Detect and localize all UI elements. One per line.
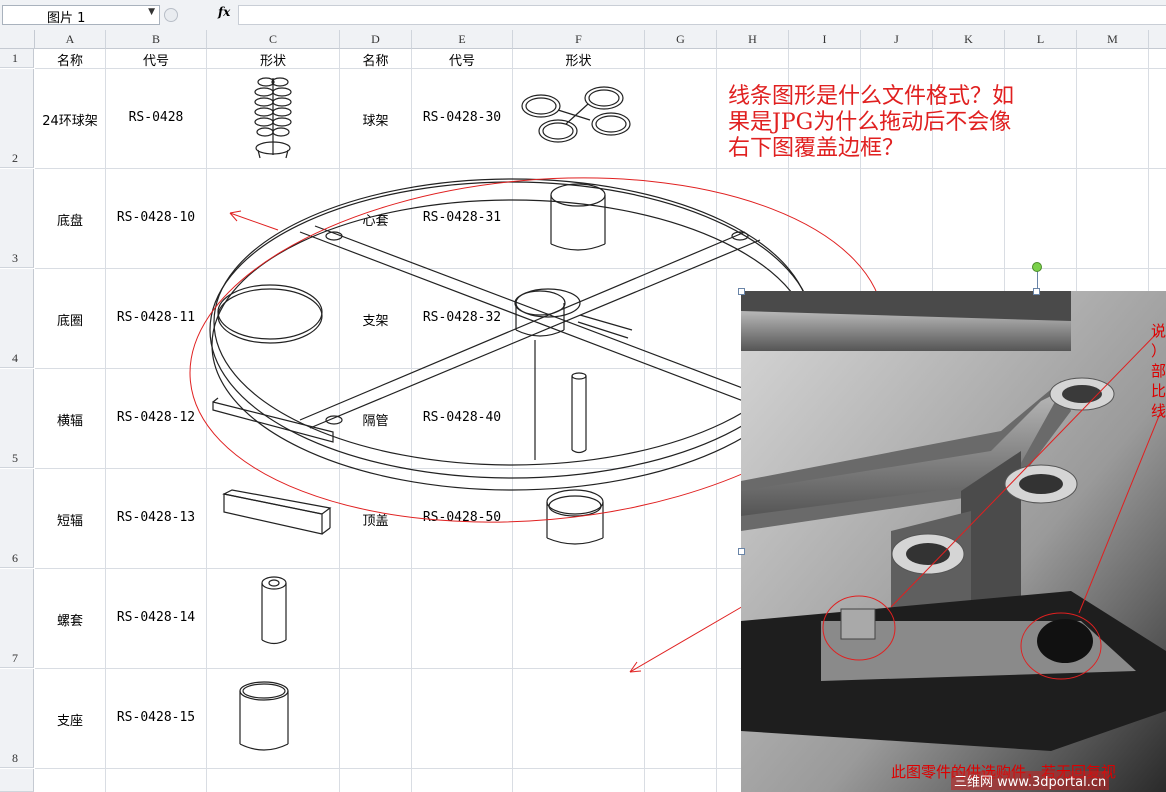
annotation-note[interactable]: 线条图形是什么文件格式？如 果是JPG为什么拖动后不会像 右下图覆盖边框？	[728, 84, 1108, 162]
cell-a6[interactable]: 短辐	[56, 514, 83, 529]
chevron-down-icon[interactable]: ▼	[148, 7, 155, 17]
spacer-tube-drawing[interactable]	[571, 372, 587, 454]
cell-a8[interactable]: 支座	[56, 714, 83, 729]
row-header-4[interactable]: 4	[0, 269, 34, 368]
row-header-3[interactable]: 3	[0, 169, 34, 268]
cell-e5[interactable]: RS-0428-40	[422, 410, 502, 425]
photo-side-text: 说 ） 部 比 线	[1151, 322, 1166, 420]
row-header-6[interactable]: 6	[0, 469, 34, 568]
column-header-b[interactable]: B	[106, 30, 207, 49]
rotate-stem	[1037, 270, 1038, 288]
screw-sleeve-drawing[interactable]	[261, 576, 287, 645]
column-header-d[interactable]: D	[340, 30, 412, 49]
column-header-k[interactable]: K	[933, 30, 1005, 49]
cell-a4[interactable]: 底圈	[56, 314, 83, 329]
cell-e6[interactable]: RS-0428-50	[422, 510, 502, 525]
note-line-3: 右下图覆盖边框？	[728, 136, 905, 161]
select-all-corner[interactable]	[0, 30, 35, 49]
selected-photo[interactable]: 说 ） 部 比 线 此图零件的供选购件，若无回复视 三维网 www.3dport…	[741, 291, 1166, 792]
cell-b6[interactable]: RS-0428-13	[116, 510, 196, 525]
note-line-2: 果是JPG为什么拖动后不会像	[728, 110, 1012, 135]
note-line-1: 线条图形是什么文件格式？如	[728, 84, 1015, 109]
formula-input[interactable]	[238, 5, 1166, 25]
column-header-i[interactable]: I	[789, 30, 861, 49]
row-header-2[interactable]: 2	[0, 69, 34, 168]
watermark-text: 三维网 www.3dportal.cn	[951, 771, 1110, 790]
header-cell-code-b[interactable]: 代号	[142, 54, 169, 69]
cell-b8[interactable]: RS-0428-15	[116, 710, 196, 725]
resize-handle-middle-left[interactable]	[738, 548, 745, 555]
rotate-handle[interactable]	[1032, 262, 1042, 272]
cross-spoke-drawing[interactable]	[212, 397, 334, 443]
formula-bar: 图片 1 ▼ fx	[0, 0, 1166, 31]
resize-handle-top-left[interactable]	[738, 288, 745, 295]
formula-buttons: fx	[162, 5, 236, 23]
row-header-7[interactable]: 7	[0, 569, 34, 668]
cell-b5[interactable]: RS-0428-12	[116, 410, 196, 425]
column-header-h[interactable]: H	[717, 30, 789, 49]
base-ring-drawing[interactable]	[217, 284, 323, 344]
cell-b4[interactable]: RS-0428-11	[116, 310, 196, 325]
column-header-l[interactable]: L	[1005, 30, 1077, 49]
row-header-1[interactable]: 1	[0, 49, 34, 68]
ring-frame-drawing[interactable]	[521, 86, 631, 143]
arrow-lower-left-icon	[629, 604, 746, 673]
base-plate-drawing[interactable]	[209, 178, 815, 491]
cell-d2[interactable]: 球架	[362, 114, 389, 129]
center-sleeve-drawing[interactable]	[550, 183, 606, 251]
support-seat-drawing[interactable]	[239, 681, 289, 751]
cell-d6[interactable]: 顶盖	[362, 514, 389, 529]
cell-e4[interactable]: RS-0428-32	[422, 310, 502, 325]
header-cell-shape-c[interactable]: 形状	[259, 54, 286, 69]
header-cell-name-d[interactable]: 名称	[362, 54, 389, 69]
row-header-8[interactable]: 8	[0, 669, 34, 768]
name-box-value: 图片 1	[47, 11, 86, 26]
ball-rack-drawing[interactable]	[254, 77, 292, 159]
header-cell-code-e[interactable]: 代号	[448, 54, 475, 69]
cell-b2[interactable]: RS-0428	[128, 110, 184, 125]
top-cap-drawing[interactable]	[546, 489, 604, 545]
insert-function-button[interactable]: fx	[218, 5, 231, 19]
arrow-upper-left-icon	[229, 210, 279, 231]
bracket-drawing[interactable]	[514, 288, 633, 339]
header-cell-shape-f[interactable]: 形状	[565, 54, 592, 69]
cell-d4[interactable]: 支架	[362, 314, 389, 329]
column-header-g[interactable]: G	[645, 30, 717, 49]
column-header-c[interactable]: C	[207, 30, 340, 49]
cell-a3[interactable]: 底盘	[56, 214, 83, 229]
cell-a2[interactable]: 24环球架	[42, 114, 98, 129]
name-box[interactable]: 图片 1 ▼	[2, 5, 160, 26]
cell-a5[interactable]: 横辐	[56, 414, 83, 429]
row-header-5[interactable]: 5	[0, 369, 34, 468]
resize-handle-top-middle[interactable]	[1033, 288, 1040, 295]
expand-handle-icon[interactable]	[164, 8, 178, 22]
cell-b3[interactable]: RS-0428-10	[116, 210, 196, 225]
cell-b7[interactable]: RS-0428-14	[116, 610, 196, 625]
column-header-a[interactable]: A	[35, 30, 106, 49]
short-spoke-drawing[interactable]	[222, 489, 332, 535]
cell-e2[interactable]: RS-0428-30	[422, 110, 502, 125]
cell-d5[interactable]: 隔管	[362, 414, 389, 429]
column-header-j[interactable]: J	[861, 30, 933, 49]
cell-e3[interactable]: RS-0428-31	[422, 210, 502, 225]
column-header-m[interactable]: M	[1077, 30, 1149, 49]
column-header-f[interactable]: F	[513, 30, 645, 49]
column-header-n[interactable]	[1149, 30, 1166, 49]
header-cell-name-a[interactable]: 名称	[56, 54, 83, 69]
photo-render	[741, 291, 1166, 792]
column-header-e[interactable]: E	[412, 30, 513, 49]
cell-a7[interactable]: 螺套	[56, 614, 83, 629]
